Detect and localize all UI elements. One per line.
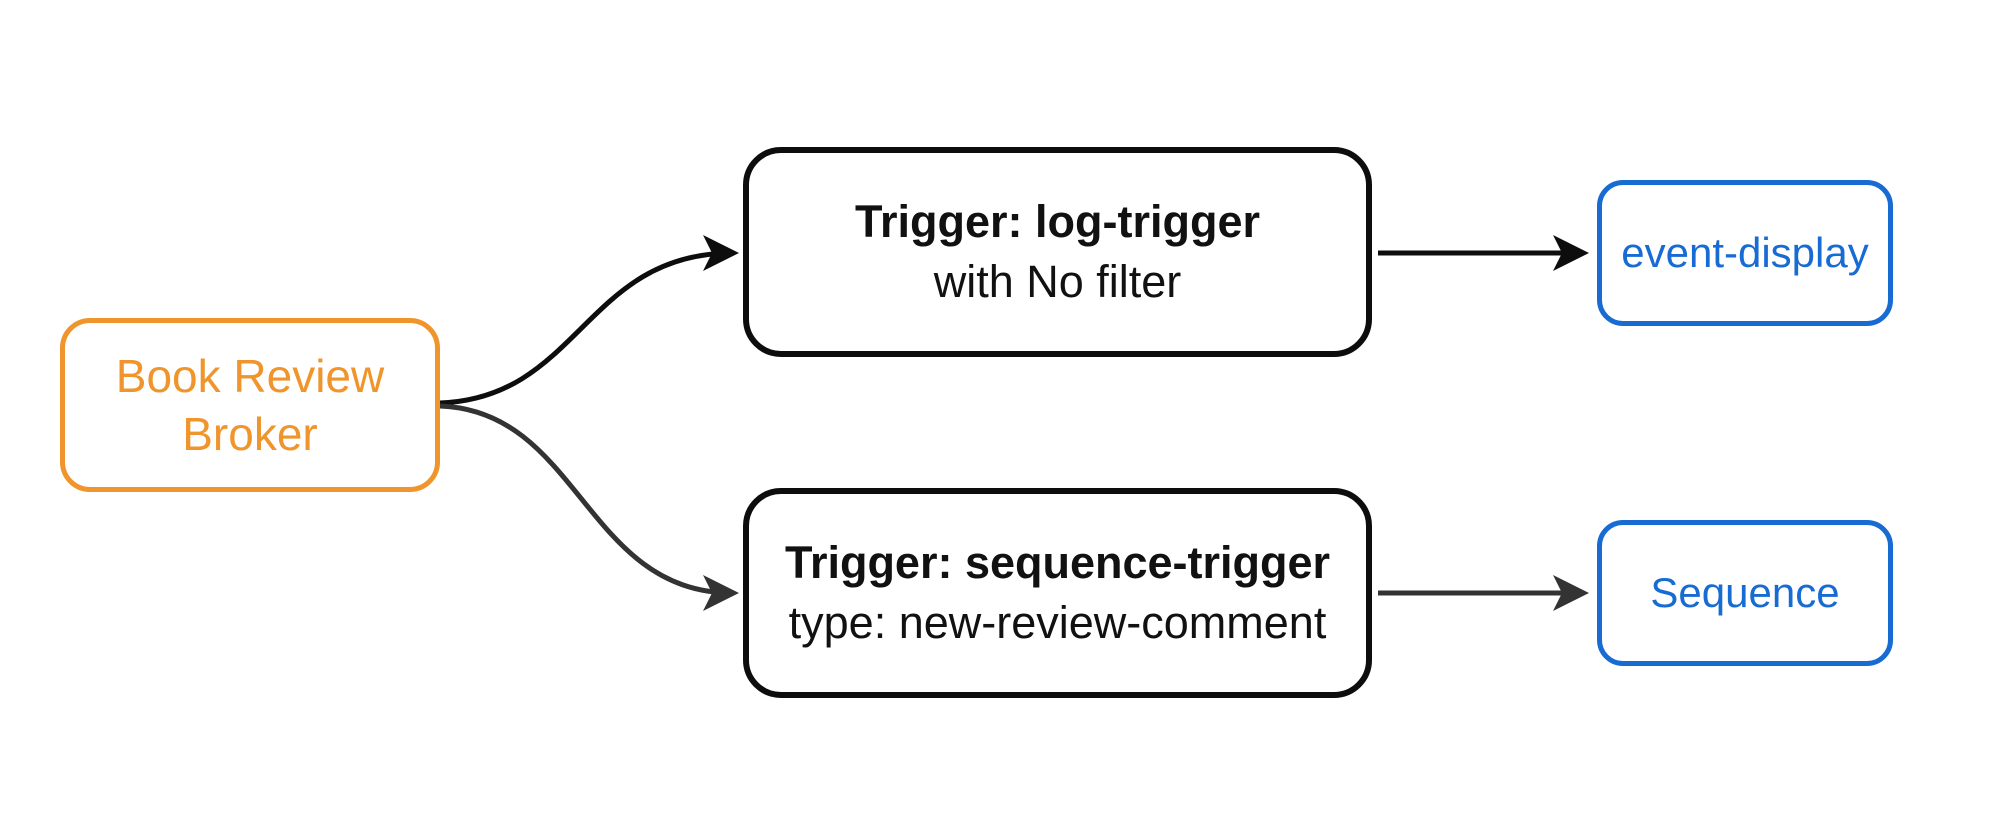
edge-broker-to-sequence-trigger: [439, 403, 739, 611]
node-event-display-label: event-display: [1621, 229, 1869, 276]
edge-broker-to-log-trigger: [439, 235, 739, 406]
node-log-trigger: Trigger: log-trigger with No filter: [743, 147, 1372, 357]
node-sequence-label: Sequence: [1650, 569, 1840, 616]
node-sequence-trigger: Trigger: sequence-trigger type: new-revi…: [743, 488, 1372, 698]
node-event-display: event-display: [1597, 180, 1893, 326]
node-log-trigger-subtitle: with No filter: [933, 256, 1182, 307]
node-log-trigger-title: Trigger: log-trigger: [855, 196, 1260, 247]
node-book-review-broker-label: Book Review Broker: [115, 350, 385, 460]
node-sequence-trigger-title: Trigger: sequence-trigger: [784, 537, 1331, 588]
node-sequence: Sequence: [1597, 520, 1893, 666]
node-sequence-trigger-subtitle: type: new-review-comment: [788, 597, 1327, 648]
node-book-review-broker: Book Review Broker: [60, 318, 440, 492]
